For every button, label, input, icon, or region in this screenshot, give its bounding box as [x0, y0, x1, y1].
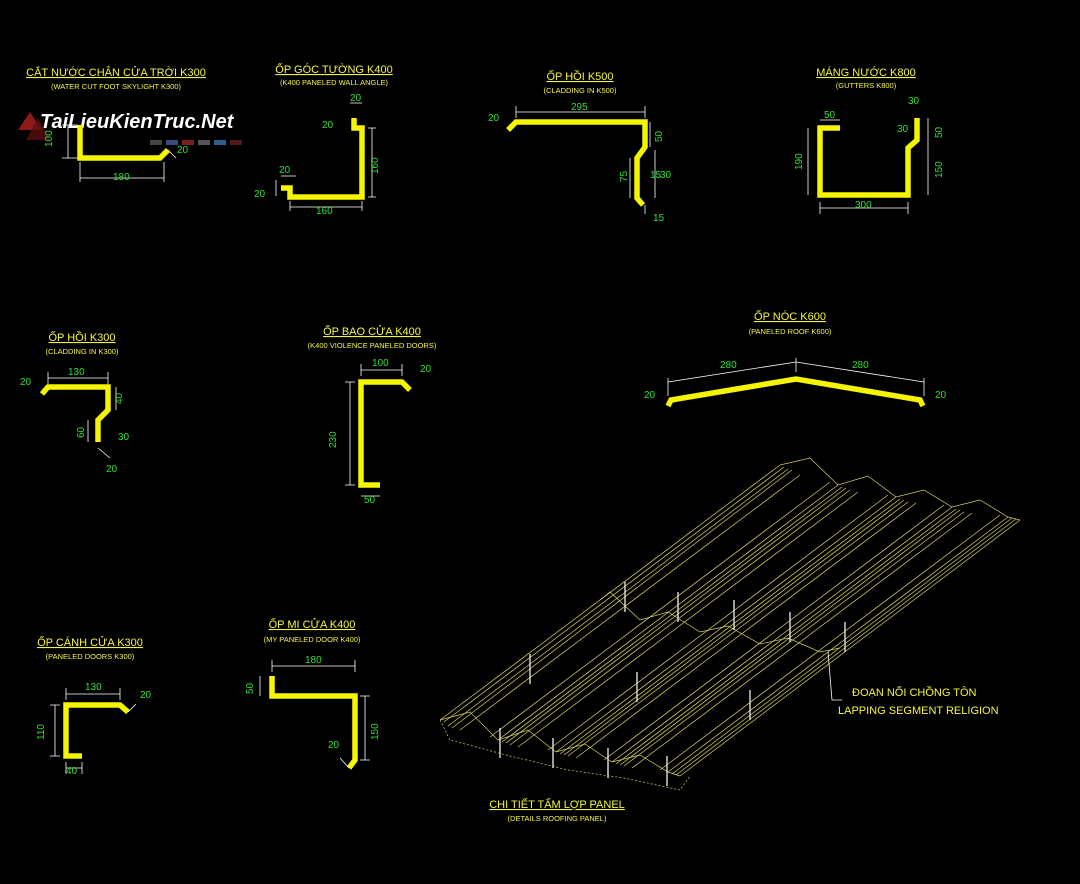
detail-title: ỐP HỒI K500 [546, 69, 613, 83]
dim-label: 160 [316, 206, 333, 217]
dim-label: 20 [644, 390, 656, 401]
detail-subtitle: (CLADDING IN K300) [46, 347, 119, 356]
panel-profile-end [439, 711, 681, 777]
dim-label: 20 [20, 377, 32, 388]
dim-label: 110 [36, 724, 47, 740]
profile-shape [63, 702, 130, 759]
leader-line [827, 651, 842, 701]
dim-label: 50 [364, 495, 376, 506]
detail-wall-angle-k400: ỐP GÓC TƯỜNG K400 (K400 PANELED WALL ANG… [254, 62, 393, 217]
dim-label: 40 [114, 392, 125, 404]
profile-shape [269, 676, 358, 770]
dim-label: 20 [254, 189, 266, 200]
profile-shape [39, 384, 111, 442]
dim-label: 20 [420, 364, 432, 375]
dim-label: 50 [654, 130, 665, 142]
detail-gutter-k800: MÁNG NƯỚC K800 (GUTTERS K800) 50 30 30 5… [794, 66, 945, 214]
panel-profile-top [779, 457, 1021, 521]
detail-subtitle: (K400 PANELED WALL ANGLE) [280, 78, 389, 87]
dim-label: 180 [305, 655, 322, 666]
dim-label: 180 [113, 172, 130, 183]
dim-label: 130 [85, 682, 102, 693]
profile-shape [281, 118, 365, 200]
lap-note-vi: ĐOẠN NỐI CHỒNG TÔN [852, 685, 977, 699]
detail-roof-ridge-k600: ỐP NÓC K600 (PANELED ROOF K600) 280 280 … [644, 309, 947, 408]
dim-label: 30 [660, 170, 672, 181]
dim-label: 30 [908, 96, 920, 107]
detail-door-leaf-k300: ỐP CÁNH CỬA K300 (PANELED DOORS K300) 13… [36, 635, 152, 777]
dim-label: 20 [328, 740, 340, 751]
lap-joint-line [599, 591, 841, 653]
dim-label: 30 [897, 124, 909, 135]
dim-label: 20 [935, 390, 947, 401]
dim-label: 75 [619, 170, 630, 182]
dim-label: 280 [852, 360, 869, 371]
dim-label: 150 [934, 161, 945, 178]
detail-door-head-k400: ỐP MI CỬA K400 (MY PANELED DOOR K400) 18… [245, 617, 381, 770]
detail-title: ỐP HỒI K300 [48, 330, 115, 344]
dim-label: 190 [794, 153, 805, 170]
profile-shape [77, 125, 170, 161]
dim-label: 295 [571, 102, 588, 113]
detail-door-cladding-k400: ỐP BAO CỬA K400 (K400 VIOLENCE PANELED D… [308, 324, 437, 506]
dim-label: 230 [328, 431, 339, 448]
dim-label: 15 [650, 170, 662, 181]
dim-label: 160 [370, 157, 381, 174]
detail-title: ỐP BAO CỬA K400 [323, 324, 421, 338]
dim-label: 20 [279, 165, 291, 176]
dim-label: 50 [245, 682, 256, 694]
profile-shape [817, 118, 920, 198]
detail-subtitle: (GUTTERS K800) [836, 81, 897, 90]
detail-title: ỐP CÁNH CỬA K300 [37, 635, 143, 649]
profile-shape [665, 376, 926, 408]
profile-shape [506, 119, 648, 207]
panel-ribs [439, 464, 1021, 777]
detail-water-cut-k300: CẮT NƯỚC CHÂN CỬA TRỜI K300 (WATER CUT F… [26, 66, 206, 183]
detail-subtitle: (PANELED ROOF K600) [749, 327, 832, 336]
detail-subtitle: (PANELED DOORS K300) [46, 652, 135, 661]
dim-label: 50 [934, 126, 945, 138]
dim-label: 280 [720, 360, 737, 371]
dim-label: 300 [855, 200, 872, 211]
detail-title: ỐP NÓC K600 [754, 309, 826, 323]
dim-label: 15 [653, 213, 665, 224]
dim-label: 20 [140, 690, 152, 701]
dim-label: 20 [106, 464, 118, 475]
dim-label: 50 [824, 110, 836, 121]
dim-label: 130 [68, 367, 85, 378]
watermark-logo: TaiLieuKienTruc.Net [18, 111, 242, 145]
detail-title: ỐP MI CỬA K400 [269, 617, 356, 631]
dim-label: 40 [66, 766, 78, 777]
detail-title: CẮT NƯỚC CHÂN CỬA TRỜI K300 [26, 66, 206, 79]
dim-label: 20 [488, 113, 500, 124]
dim-label: 150 [370, 723, 381, 740]
panel-foam-layer [439, 719, 691, 791]
watermark-text: TaiLieuKienTruc.Net [40, 111, 235, 133]
detail-title: MÁNG NƯỚC K800 [816, 66, 916, 79]
dim-label: 60 [76, 426, 87, 438]
profile-shape [358, 379, 412, 488]
detail-title: ỐP GÓC TƯỜNG K400 [275, 62, 392, 76]
dim-label: 20 [322, 120, 334, 131]
dim-label: 100 [372, 358, 389, 369]
lap-note-en: LAPPING SEGMENT RELIGION [838, 705, 999, 717]
screw-fasteners [499, 582, 846, 786]
dim-label: 20 [350, 93, 362, 104]
detail-cladding-k500: ỐP HỒI K500 (CLADDING IN K500) 295 20 50… [488, 69, 672, 224]
detail-subtitle: (K400 VIOLENCE PANELED DOORS) [308, 341, 437, 350]
panel-subtitle: (DETAILS ROOFING PANEL) [508, 814, 607, 823]
dim-label: 20 [177, 145, 189, 156]
panel-title: CHI TIẾT TẤM LỢP PANEL [489, 798, 625, 811]
dim-label: 100 [44, 130, 55, 147]
detail-subtitle: (CLADDING IN K500) [544, 86, 617, 95]
detail-cladding-k300: ỐP HỒI K300 (CLADDING IN K300) 130 20 40… [20, 330, 130, 475]
detail-subtitle: (WATER CUT FOOT SKYLIGHT K300) [51, 82, 182, 91]
roofing-panel-isometric: ĐOẠN NỐI CHỒNG TÔN LAPPING SEGMENT RELIG… [439, 457, 1021, 823]
dim-label: 30 [118, 432, 130, 443]
detail-subtitle: (MY PANELED DOOR K400) [264, 635, 361, 644]
